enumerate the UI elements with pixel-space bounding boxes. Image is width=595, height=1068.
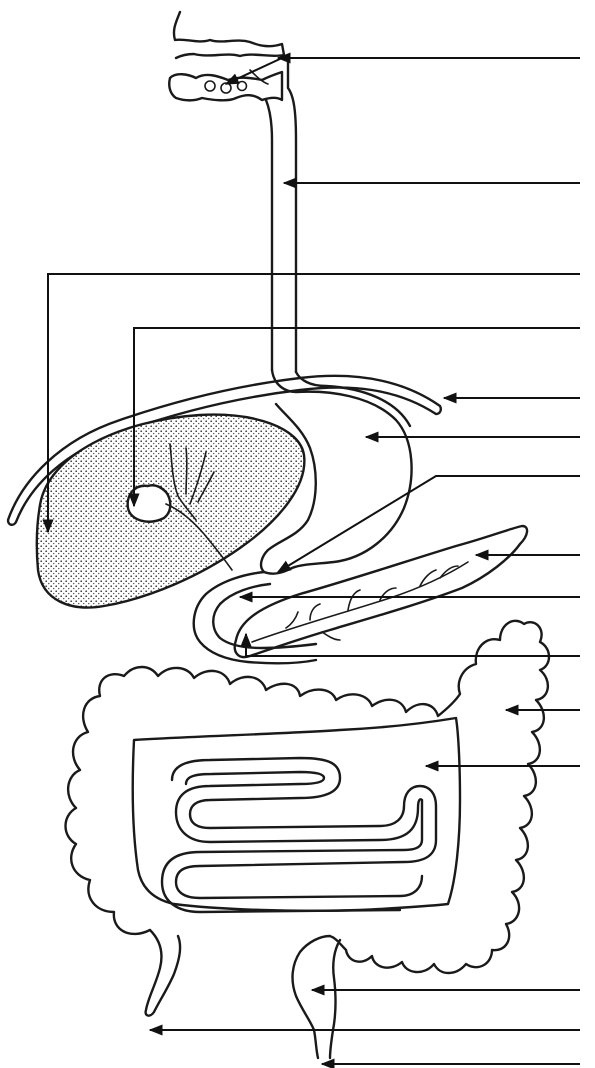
- small-intestine: [172, 758, 436, 898]
- mouth: [169, 12, 284, 100]
- large-intestine: [66, 621, 550, 1058]
- pointer-8: [278, 476, 580, 572]
- pancreas: [235, 526, 527, 657]
- duodenum: [194, 572, 316, 663]
- esophagus: [266, 60, 296, 372]
- pointer-2b: [226, 58, 282, 84]
